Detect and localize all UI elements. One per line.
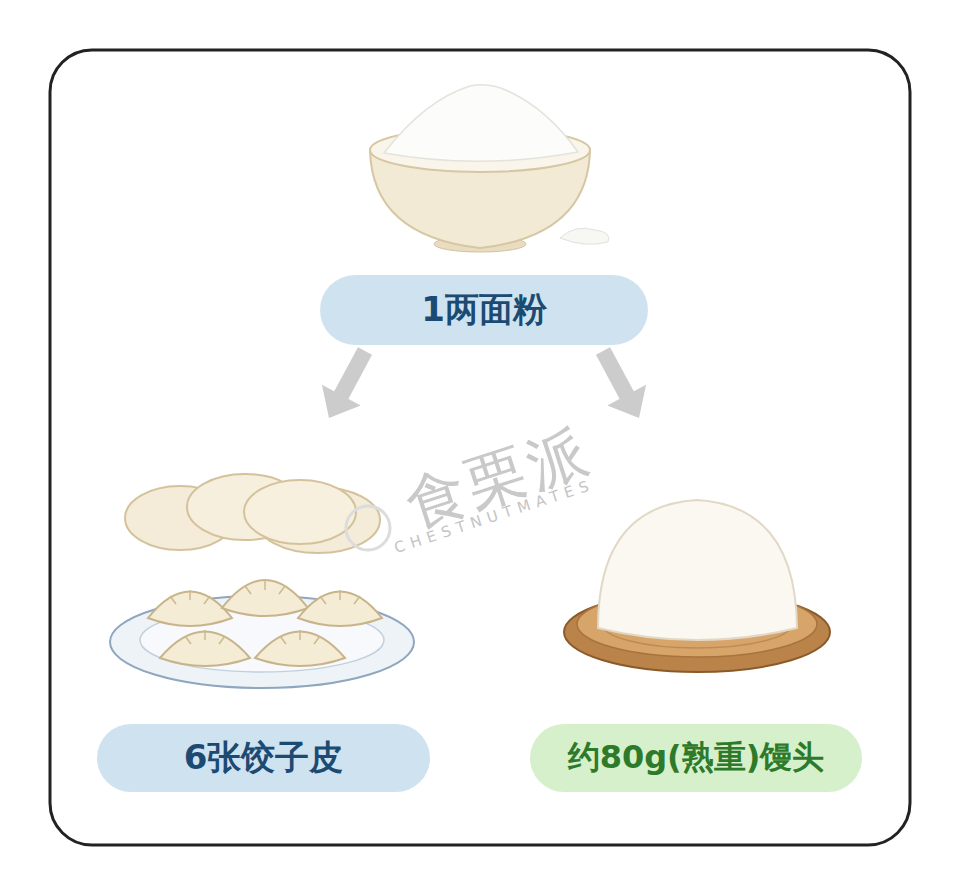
node-label: 6张饺子皮 (184, 739, 344, 776)
node-label: 1两面粉 (421, 291, 547, 328)
flow-arrow (603, 351, 646, 418)
flour-bowl (370, 85, 609, 252)
label-pill: 约80g(熟重)馒头 (530, 724, 862, 792)
steamed-bun (564, 500, 830, 672)
flow-arrow (322, 351, 365, 418)
dumpling-plate (110, 580, 414, 688)
source-node: 1两面粉 (320, 275, 648, 345)
label-pill: 1两面粉 (320, 275, 648, 345)
watermark-logo (346, 506, 390, 550)
result-node: 6张饺子皮 (97, 420, 430, 792)
arrow-head (322, 385, 361, 418)
label-pill: 6张饺子皮 (97, 724, 430, 792)
outer-frame (50, 50, 910, 845)
dumpling-wrappers (125, 474, 380, 553)
watermark: 食栗派 (395, 411, 603, 547)
arrow-shaft (340, 351, 365, 397)
arrow-head (607, 385, 646, 418)
arrow-shaft (603, 351, 628, 397)
node-label: 约80g(熟重)馒头 (568, 740, 825, 775)
